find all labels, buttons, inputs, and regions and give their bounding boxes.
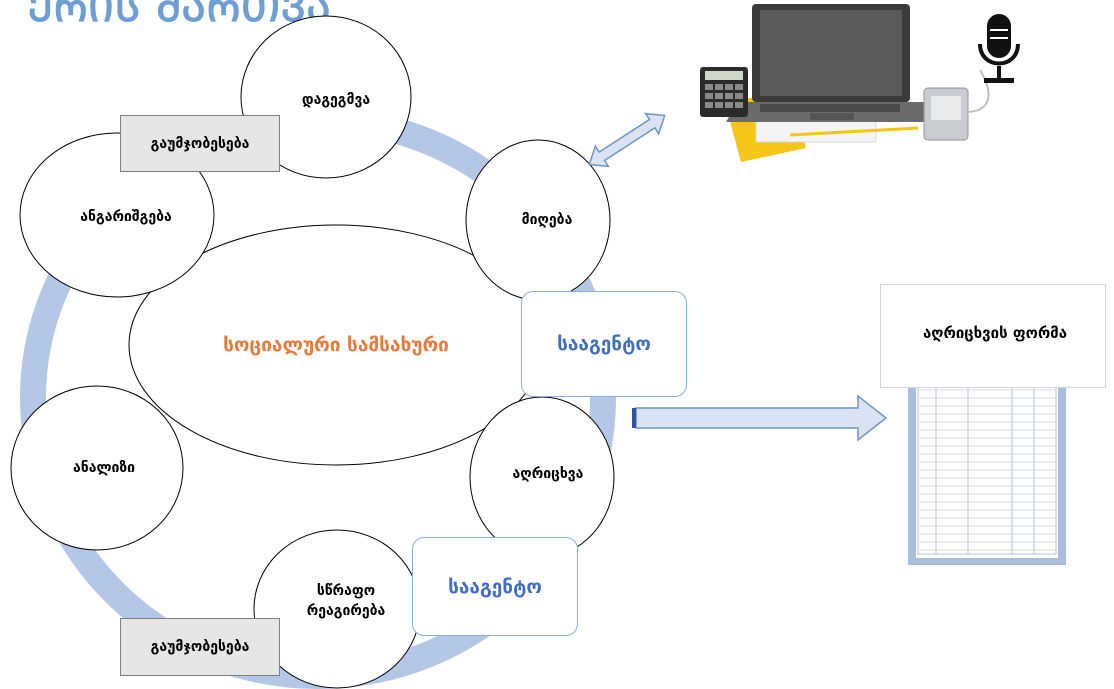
agency-box-upper: სააგენტო <box>521 291 687 397</box>
laptop-icon <box>726 4 936 122</box>
record-form-title: აღრიცხვის ფორმა <box>922 324 1068 342</box>
improvement-box-lower: გაუმჯობესება <box>120 618 280 676</box>
center-label: სოციალური სამსახური <box>223 334 449 356</box>
node-circle-accounting <box>19 132 215 298</box>
node-label-receiving: მიღება <box>521 212 573 228</box>
tablet-icon <box>923 69 990 141</box>
node-circle-planning <box>240 15 412 179</box>
node-label-analysis: ანალიზი <box>73 460 135 476</box>
microphone-icon <box>978 14 1020 83</box>
page-title: ᲔᲠᲘᲡ ᲛᲐᲠᲗᲕᲐ <box>28 0 332 31</box>
node-label-recording: აღრიცხვა <box>512 466 584 482</box>
agency-box-lower: სააგენტო <box>412 537 578 636</box>
improvement-box-upper: გაუმჯობესება <box>120 115 280 172</box>
document-sheet-icon <box>908 359 1066 565</box>
node-label-accounting: ანგარიშგება <box>80 209 172 225</box>
devices-illustration <box>700 4 1020 162</box>
node-label-planning: დაგეგმვა <box>301 92 371 108</box>
right-arrow-icon <box>632 394 888 442</box>
double-arrow-icon <box>588 112 666 168</box>
record-form-card <box>880 284 1106 388</box>
node-circle-analysis <box>10 385 184 551</box>
calculator-icon <box>700 67 748 117</box>
node-label-rapid-response: სწრაფო რეაგირება <box>306 583 386 619</box>
